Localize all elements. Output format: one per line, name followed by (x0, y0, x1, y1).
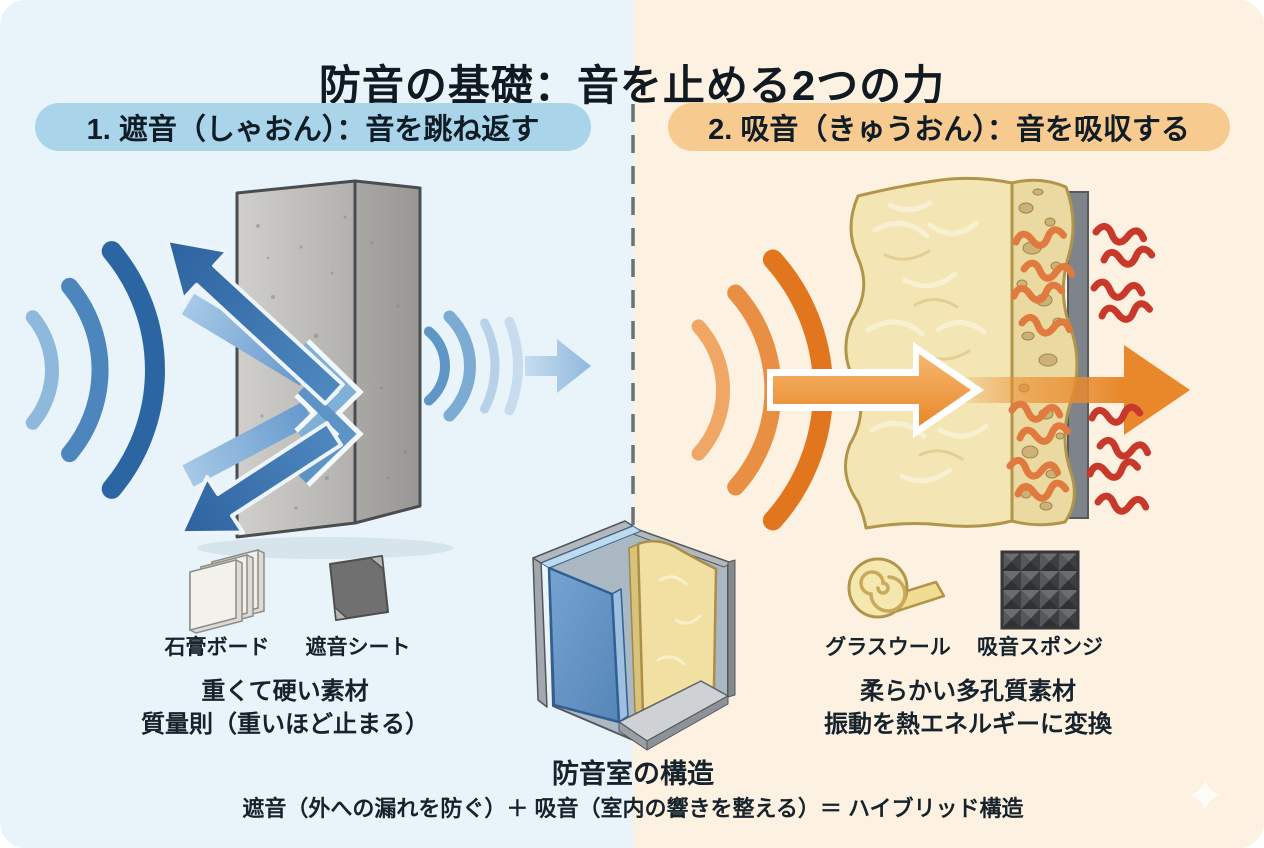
absorption-description-2: 振動を熱エネルギーに変換 (824, 711, 1112, 738)
soundproof-room-structure (532, 520, 736, 751)
transmitted-weak-waves (423, 310, 523, 422)
wool-fibers (865, 200, 989, 484)
insulation-heading-pill: 1. 遮音（しゃおん）：音を跳ね返す (35, 103, 591, 151)
page-title: 防音の基礎：音を止める2つの力 (318, 62, 946, 110)
incoming-sound-waves-blue (25, 241, 165, 499)
sparkle-decoration (1189, 779, 1221, 811)
gypsum-board-icon (189, 549, 265, 634)
material-label-acoustic-foam: 吸音スポンジ (977, 636, 1103, 659)
insulation-description-2: 質量則（重いほど止まる） (141, 711, 429, 738)
footer-formula: 遮音（外への漏れを防ぐ）＋ 吸音（室内の響きを整える）＝ ハイブリッド構造 (242, 796, 1024, 821)
barrier-panel-top-edge (540, 525, 642, 569)
penetrating-arrow (767, 342, 984, 438)
absorption-heading-pill: 2. 吸音（きゅうおん）：音を吸収する (668, 103, 1230, 151)
barrier-panel (547, 566, 621, 724)
insulation-heading-text: 1. 遮音（しゃおん）：音を跳ね返す (86, 114, 540, 146)
material-label-barrier-sheet: 遮音シート (305, 636, 411, 659)
insulation-fibers (656, 575, 702, 666)
reflected-arrows (165, 238, 345, 536)
heat-energy-squiggles (1006, 222, 1156, 515)
acoustic-foam-icon (1000, 550, 1080, 630)
sound-barrier-sheet-icon (329, 555, 389, 621)
material-label-glass-wool: グラスウール (825, 636, 951, 659)
room-right-edge (727, 559, 736, 698)
absorption-description-1: 柔らかい多孔質素材 (860, 678, 1076, 705)
material-label-gypsum-board: 石膏ボード (164, 636, 270, 659)
sound-absorption-illustration (691, 176, 1190, 531)
absorption-heading-text: 2. 吸音（きゅうおん）：音を吸収する (708, 114, 1190, 146)
room-left-outer-edge (532, 557, 548, 708)
room-bottom-rim-right (646, 695, 729, 751)
glass-wool-icon (847, 557, 946, 619)
insulation-description-1: 重くて硬い素材 (201, 678, 369, 705)
footer-subtitle: 防音室の構造 (552, 759, 714, 789)
sound-insulation-illustration (25, 179, 591, 559)
transmitted-weak-arrow (525, 339, 591, 393)
